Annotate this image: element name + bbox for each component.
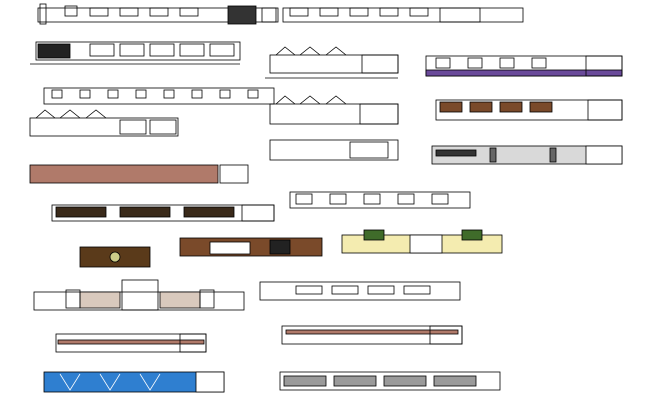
gate-elevation-18 — [33, 279, 245, 311]
gate-elevation-21 — [281, 325, 463, 345]
gate-elevation-10 — [269, 139, 399, 161]
gate-elevation-15 — [341, 229, 503, 254]
gate-elevation-2 — [282, 7, 524, 23]
gate-elevation-19 — [259, 281, 461, 301]
gate-elevation-9 — [29, 109, 179, 137]
gate-elevation-6 — [43, 87, 275, 105]
gate-elevation-17 — [179, 237, 323, 257]
gate-elevation-11 — [431, 145, 623, 165]
gate-elevation-1 — [37, 3, 279, 25]
gate-elevation-7 — [269, 95, 399, 125]
gate-elevation-16 — [79, 246, 151, 268]
gate-elevation-14 — [51, 204, 275, 222]
gate-elevation-20 — [55, 333, 207, 353]
gate-elevation-22 — [43, 371, 501, 393]
gate-elevation-12 — [29, 164, 249, 184]
gate-elevation-4 — [265, 46, 399, 79]
gate-elevation-8 — [435, 99, 623, 121]
gate-elevation-5 — [425, 55, 623, 77]
gate-elevation-13 — [289, 191, 471, 209]
gate-elevation-3 — [30, 41, 241, 65]
